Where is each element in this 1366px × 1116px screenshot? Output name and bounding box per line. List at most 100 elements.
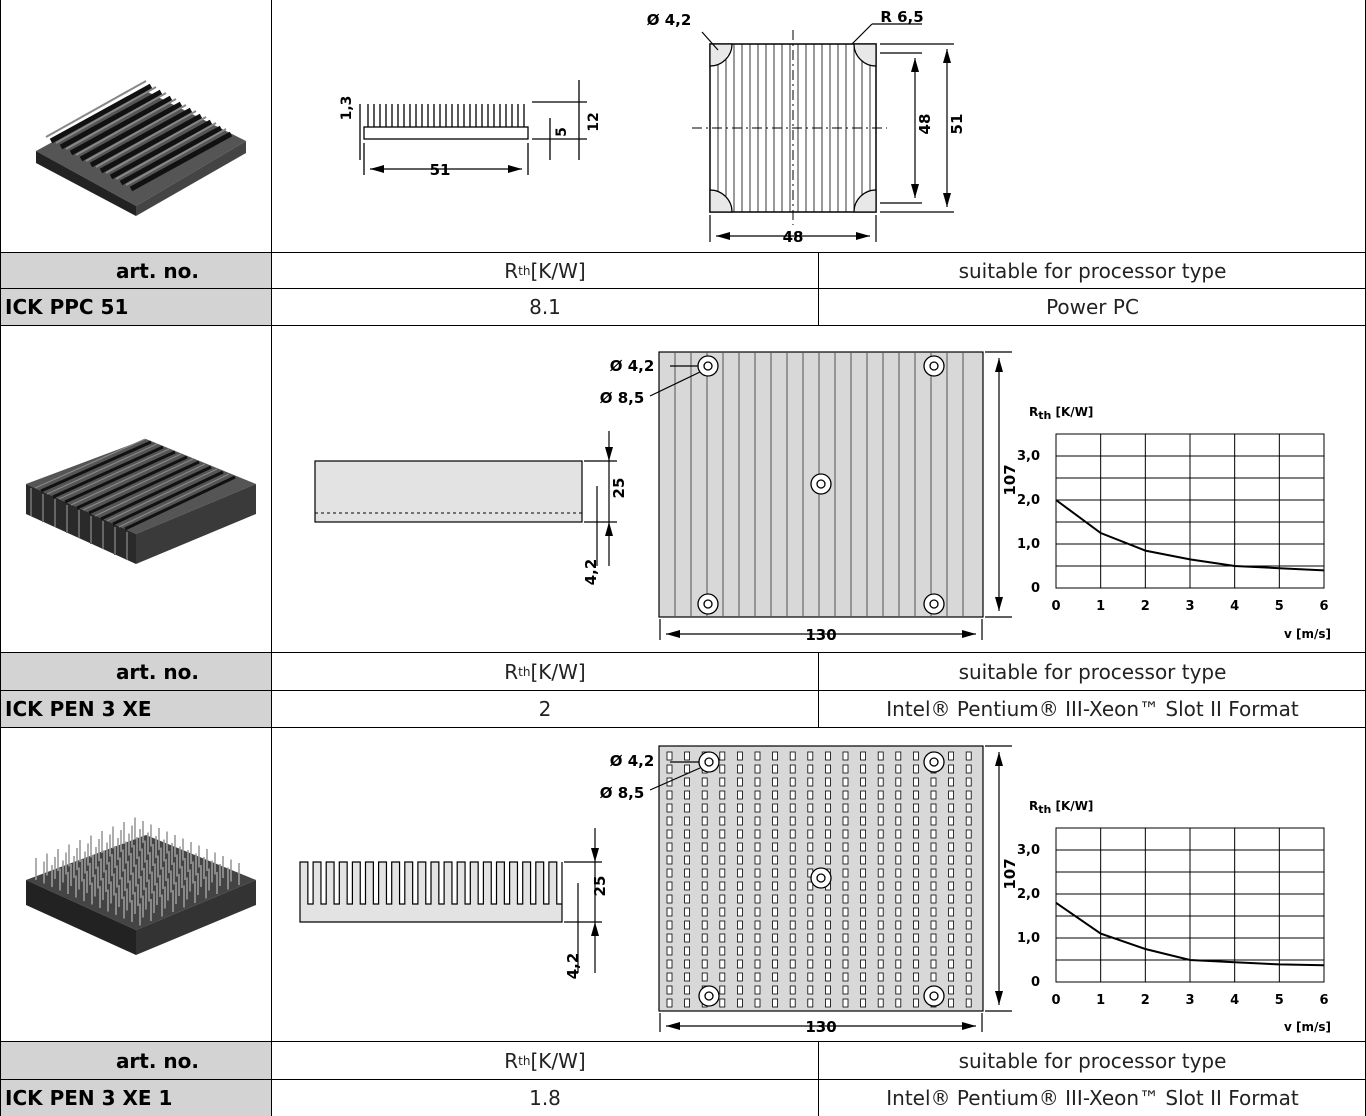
dim-130: 130 bbox=[805, 1018, 836, 1036]
pin bbox=[754, 777, 761, 787]
pin bbox=[701, 894, 708, 904]
pin bbox=[877, 803, 884, 813]
dim-51-right: 51 bbox=[948, 114, 966, 135]
pin bbox=[754, 803, 761, 813]
y-tick-label: 0 bbox=[1031, 581, 1040, 596]
pin bbox=[895, 972, 902, 982]
table-border bbox=[818, 253, 819, 325]
x-tick-label: 6 bbox=[1319, 993, 1328, 1008]
x-tick-label: 3 bbox=[1185, 993, 1194, 1008]
art-no-header: art. no. bbox=[0, 653, 271, 690]
pin bbox=[736, 803, 743, 813]
pin bbox=[789, 777, 796, 787]
pin bbox=[877, 842, 884, 852]
pin bbox=[719, 790, 726, 800]
pin bbox=[860, 933, 866, 943]
pin bbox=[842, 803, 849, 813]
pin bbox=[772, 946, 779, 956]
pin bbox=[842, 868, 849, 878]
pin bbox=[719, 894, 726, 904]
pin bbox=[807, 829, 814, 839]
pin bbox=[825, 920, 831, 930]
y-tick-label: 0 bbox=[1031, 975, 1040, 990]
pin bbox=[666, 959, 673, 969]
pin bbox=[772, 907, 779, 917]
pin bbox=[930, 855, 937, 865]
pin bbox=[913, 816, 919, 826]
pin bbox=[772, 972, 779, 982]
pin bbox=[825, 972, 831, 982]
pin bbox=[701, 842, 708, 852]
pin bbox=[789, 985, 796, 995]
pin bbox=[965, 868, 972, 878]
x-tick-label: 0 bbox=[1051, 993, 1060, 1008]
x-tick-label: 4 bbox=[1230, 599, 1239, 614]
pin bbox=[684, 855, 691, 865]
pin bbox=[965, 751, 972, 761]
pin bbox=[825, 998, 831, 1008]
pin bbox=[772, 855, 779, 865]
pin bbox=[754, 907, 761, 917]
pin bbox=[913, 855, 919, 865]
pin bbox=[666, 881, 673, 891]
pin bbox=[825, 985, 831, 995]
x-tick-label: 3 bbox=[1185, 599, 1194, 614]
pin bbox=[684, 868, 691, 878]
pin bbox=[825, 803, 831, 813]
pin bbox=[825, 946, 831, 956]
pin bbox=[948, 855, 954, 865]
pin bbox=[772, 881, 779, 891]
pin bbox=[684, 790, 691, 800]
pin bbox=[877, 777, 884, 787]
dim-48-right: 48 bbox=[916, 114, 934, 135]
pin bbox=[736, 959, 743, 969]
pin bbox=[877, 894, 884, 904]
pin bbox=[825, 777, 831, 787]
table-border bbox=[0, 690, 1366, 691]
pin bbox=[701, 946, 708, 956]
x-tick-label: 5 bbox=[1275, 993, 1284, 1008]
pin bbox=[948, 842, 954, 852]
pin bbox=[666, 790, 673, 800]
pin bbox=[965, 829, 972, 839]
pin bbox=[736, 933, 743, 943]
pin bbox=[842, 946, 849, 956]
pin bbox=[913, 803, 919, 813]
pin bbox=[736, 751, 743, 761]
pin bbox=[684, 881, 691, 891]
pin bbox=[772, 868, 779, 878]
rth-curve bbox=[1055, 901, 1325, 967]
pin bbox=[965, 816, 972, 826]
pin bbox=[860, 777, 866, 787]
pin bbox=[948, 972, 954, 982]
pin bbox=[913, 842, 919, 852]
pin bbox=[825, 764, 831, 774]
y-tick-label: 2,0 bbox=[1017, 887, 1040, 902]
pin bbox=[666, 868, 673, 878]
pin bbox=[719, 803, 726, 813]
graph-xlabel: v [m/s] bbox=[1284, 1020, 1331, 1034]
pin bbox=[807, 985, 814, 995]
pin bbox=[965, 855, 972, 865]
dim-radius-6-5: R 6,5 bbox=[880, 8, 923, 26]
pin bbox=[754, 829, 761, 839]
pin bbox=[754, 855, 761, 865]
pin bbox=[842, 933, 849, 943]
table-border bbox=[0, 325, 1366, 326]
pin bbox=[719, 972, 726, 982]
pin bbox=[754, 985, 761, 995]
pin bbox=[913, 920, 919, 930]
pin bbox=[666, 946, 673, 956]
pin bbox=[772, 894, 779, 904]
pin bbox=[789, 933, 796, 943]
pin bbox=[666, 751, 673, 761]
pin bbox=[736, 855, 743, 865]
pin bbox=[754, 751, 761, 761]
pin bbox=[877, 998, 884, 1008]
x-tick-label: 1 bbox=[1096, 993, 1105, 1008]
pin bbox=[666, 855, 673, 865]
pin bbox=[736, 894, 743, 904]
pin bbox=[860, 946, 866, 956]
pin bbox=[789, 868, 796, 878]
